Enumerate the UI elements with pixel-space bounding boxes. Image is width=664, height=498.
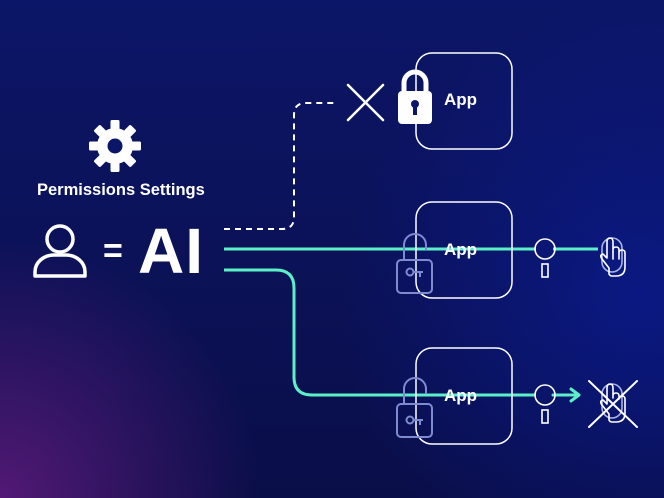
key-icon <box>534 238 556 278</box>
blocked-connector-line <box>224 268 536 397</box>
permissions-settings-label: Permissions Settings <box>37 181 205 199</box>
app-label-allowed: App <box>444 240 478 259</box>
hand-pointer-icon <box>599 237 626 277</box>
lock-open-icon <box>396 233 433 294</box>
lock-closed-icon <box>398 69 432 124</box>
key-icon <box>534 384 556 424</box>
blocked-connector-arrow <box>551 387 581 403</box>
gear-icon <box>89 120 141 172</box>
app-label-denied: App <box>444 90 478 109</box>
equals-sign: = <box>103 232 123 270</box>
ai-label: AI <box>138 215 204 287</box>
app-box-blocked <box>415 347 513 445</box>
blocked-hand-icon <box>588 380 638 428</box>
app-label-blocked: App <box>444 386 478 405</box>
deny-x-icon <box>346 83 385 122</box>
user-icon <box>33 224 87 278</box>
app-box-allowed <box>415 201 513 299</box>
lock-open-icon <box>396 377 433 438</box>
